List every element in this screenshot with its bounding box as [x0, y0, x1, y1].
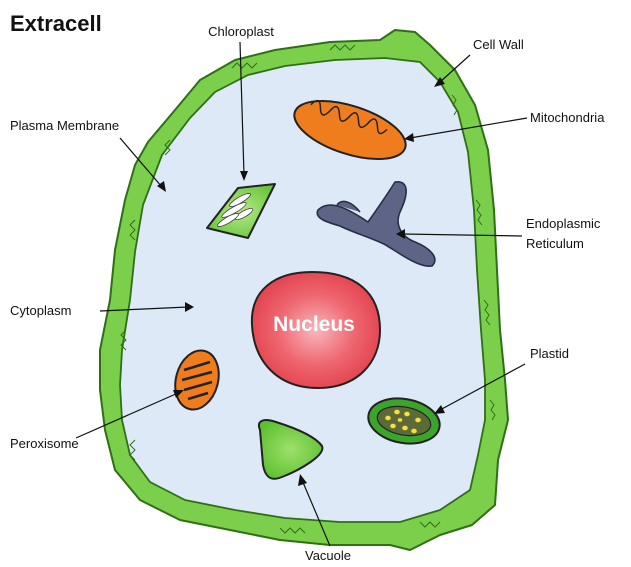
- chloroplast-label: Chloroplast: [208, 24, 274, 39]
- diagram-title: Extracell: [10, 11, 102, 36]
- endoplasmic-label-line2: Reticulum: [526, 236, 584, 251]
- endoplasmic-label-line1: Endoplasmic: [526, 216, 601, 231]
- mitochondria-label: Mitochondria: [530, 110, 605, 125]
- peroxisome-label: Peroxisome: [10, 436, 79, 451]
- plastid-label: Plastid: [530, 346, 569, 361]
- nucleus-label: Nucleus: [273, 313, 355, 336]
- plasma-membrane-label: Plasma Membrane: [10, 118, 119, 133]
- cell-wall-label: Cell Wall: [473, 37, 524, 52]
- cytoplasm-label: Cytoplasm: [10, 303, 71, 318]
- nucleus-shape: Nucleus: [252, 272, 380, 388]
- vacuole-label: Vacuole: [305, 548, 351, 563]
